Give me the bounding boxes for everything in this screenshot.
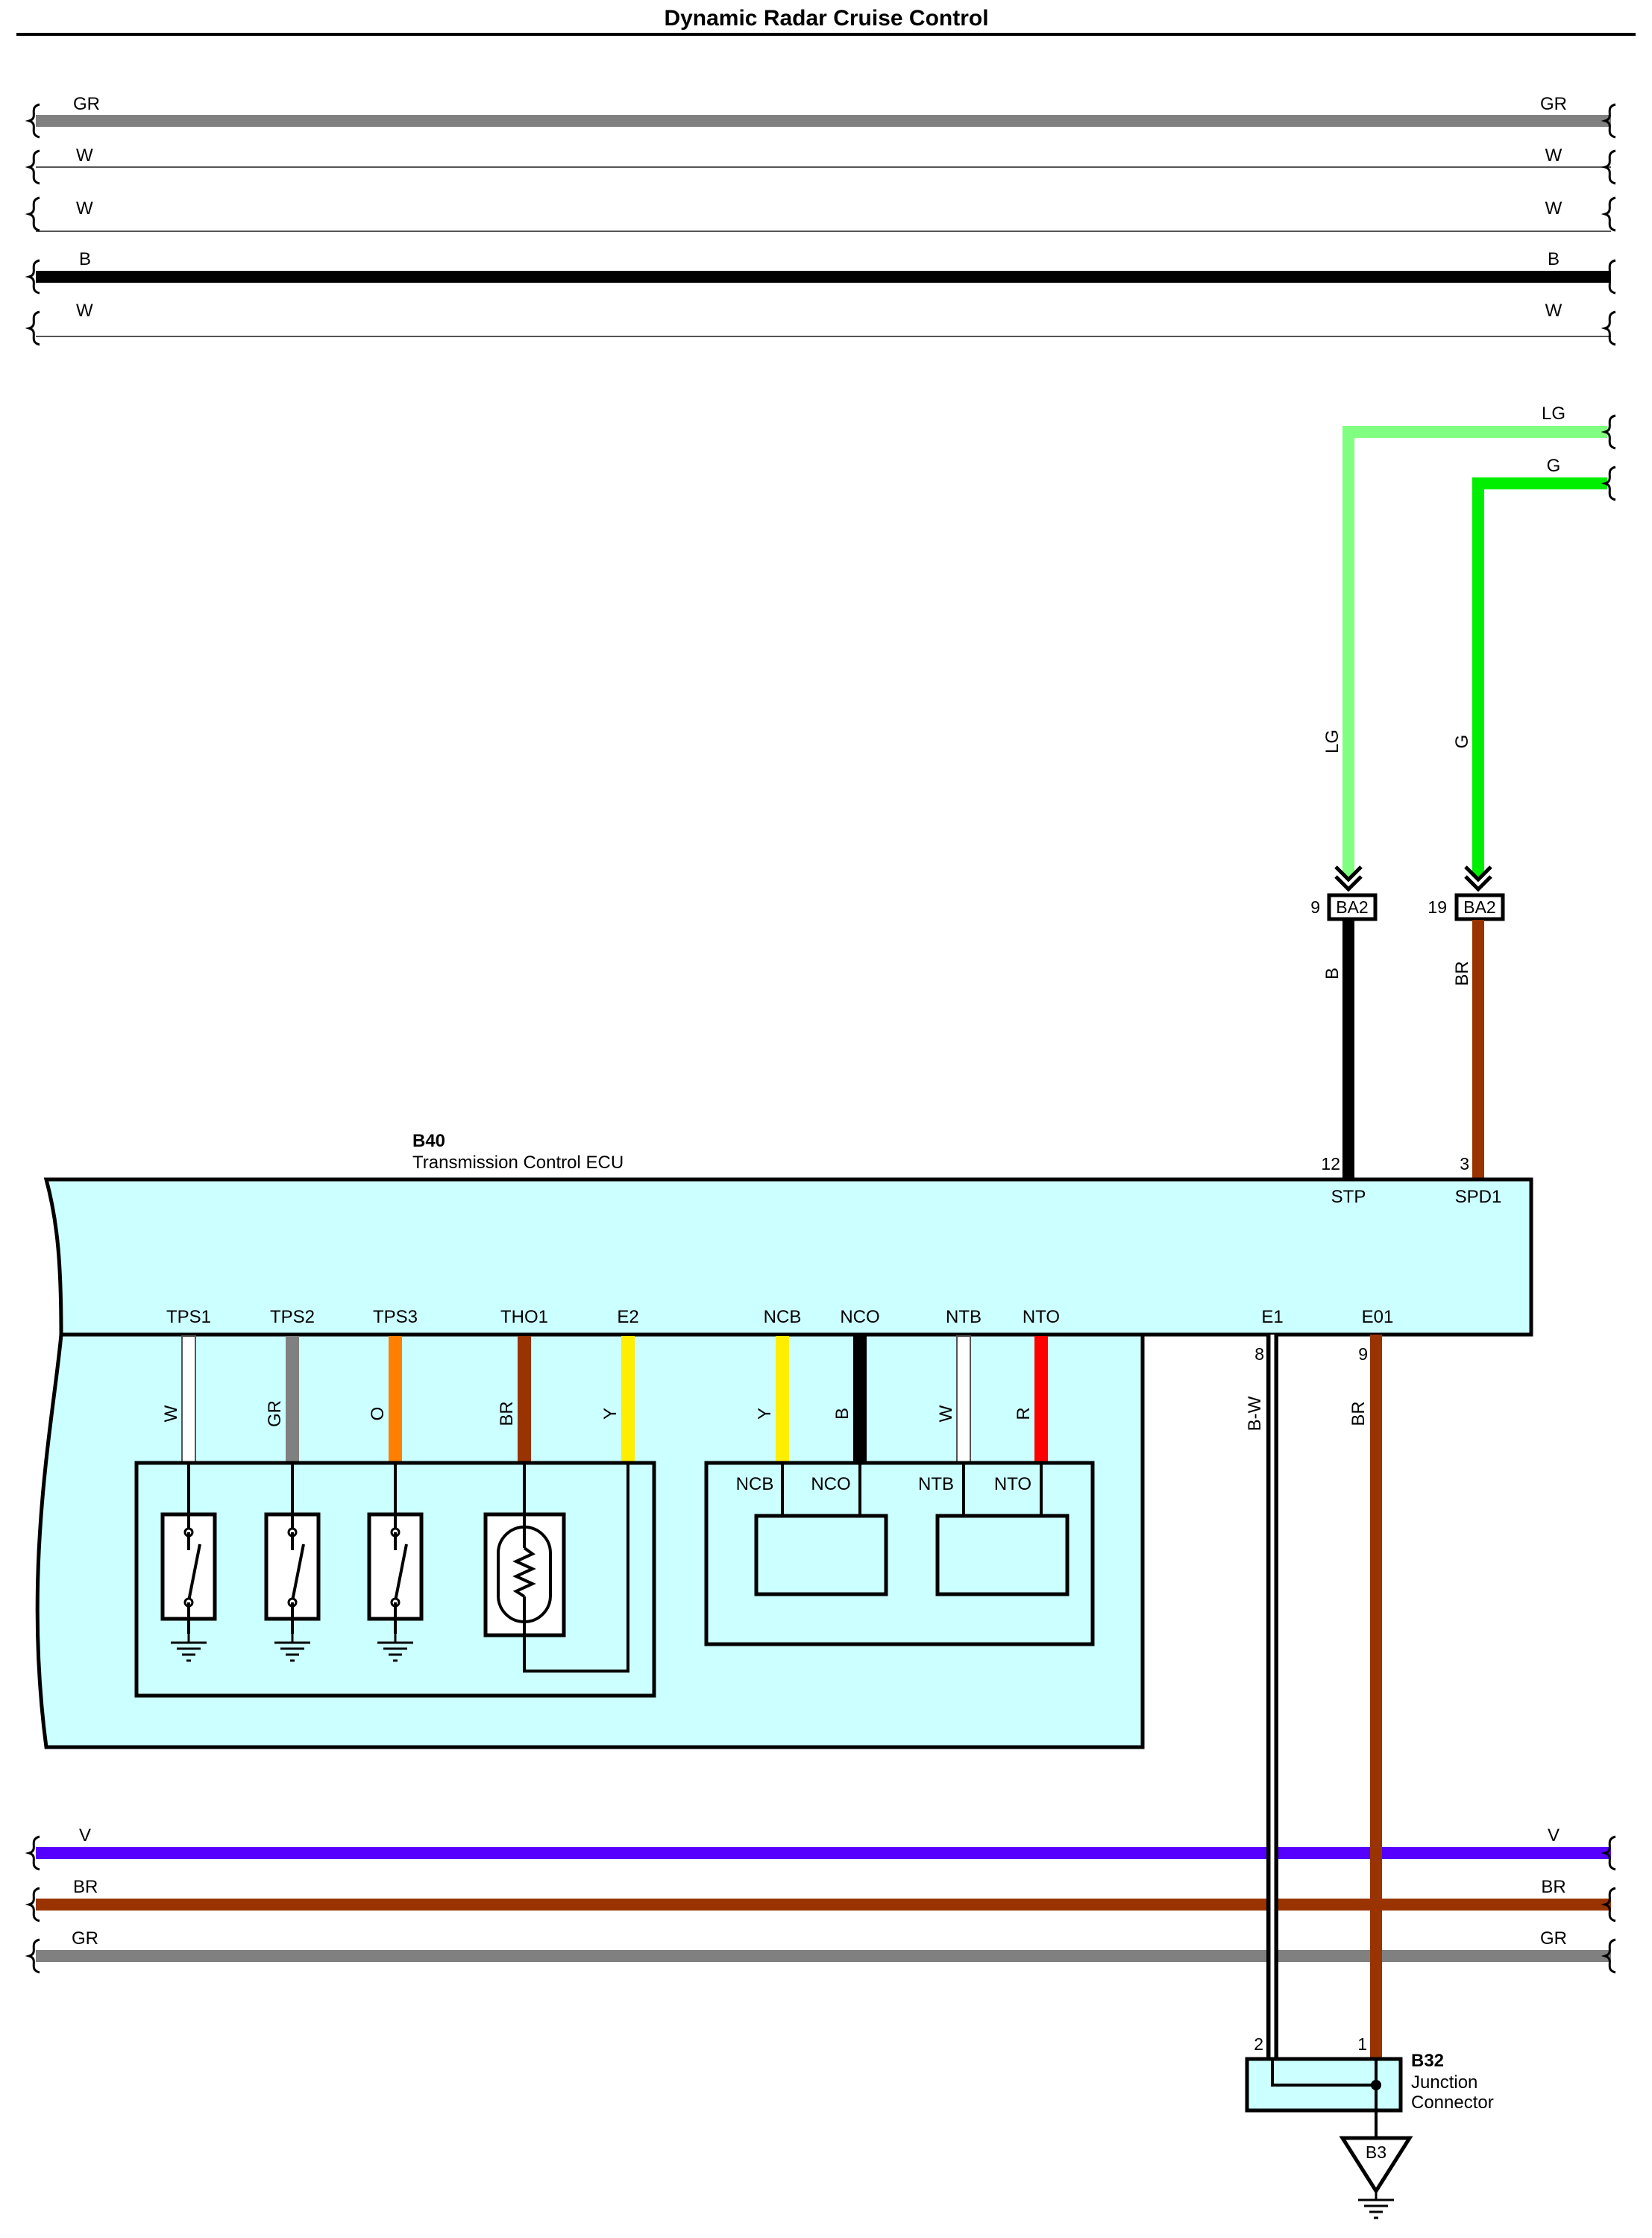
nt-sensor-coil-icon: [935, 1514, 1070, 1596]
speed-sensor-label-ncb: NCB: [736, 1474, 774, 1494]
ecu-terminal-spd1: SPD1: [1455, 1187, 1502, 1207]
ecu-terminal-nto: NTO: [1023, 1307, 1060, 1327]
top-wire-w2-label-right: W: [1545, 198, 1563, 219]
throttle-sensor-box: [134, 1461, 656, 1698]
ecu-b40: B40 Transmission Control ECU 12 3 STP SP…: [35, 1131, 1533, 1749]
wire-label-ntb: W: [936, 1405, 956, 1422]
right-input-wires: LG G LG G: [1322, 404, 1617, 877]
ecu-terminal-tho1: THO1: [500, 1307, 548, 1327]
junction-name-line1: Junction: [1411, 2072, 1477, 2093]
tps2-switch-icon: [266, 1463, 318, 1662]
ecu-terminal-e1: E1: [1261, 1307, 1283, 1327]
ecu-pin-3: 3: [1460, 1154, 1469, 1173]
wire-br-spd1-label: BR: [1452, 961, 1472, 985]
ecu-code: B40: [412, 1131, 445, 1151]
wire-b-w-label: B-W: [1245, 1396, 1265, 1431]
bottom-wire-gr-label-right: GR: [1540, 1928, 1567, 1949]
wire-lg-vertical-label: LG: [1322, 730, 1342, 753]
tps1-switch-icon: [163, 1463, 215, 1662]
ecu-terminal-ncb: NCB: [764, 1307, 802, 1327]
ecu-pin-8: 8: [1254, 1344, 1264, 1364]
top-wire-bus: GR GR W W W W B B W W: [28, 94, 1617, 346]
top-wire-w2-label-left: W: [76, 198, 93, 219]
ecu-pin-12: 12: [1321, 1154, 1340, 1173]
wire-label-ncb: Y: [755, 1408, 775, 1420]
ecu-name: Transmission Control ECU: [412, 1153, 624, 1173]
wire-label-tps3: O: [368, 1407, 388, 1421]
ecu-pin-9: 9: [1358, 1344, 1368, 1364]
wire-lg-label: LG: [1542, 404, 1565, 424]
connector-ba2-pin-number: 9: [1310, 897, 1320, 917]
junction-name-line2: Connector: [1411, 2093, 1494, 2113]
bottom-wire-gr-label-left: GR: [72, 1928, 98, 1949]
ecu-terminal-nco: NCO: [840, 1307, 879, 1327]
junction-pin-2: 2: [1254, 2034, 1263, 2054]
connector-ba2-name: BA2: [1336, 897, 1368, 917]
junction-connector-b32: 2 1 B32 Junction Connector: [1245, 2034, 1494, 2138]
wire-break-marks-right: [1604, 103, 1617, 346]
ecu-terminal-tps2: TPS2: [270, 1307, 315, 1327]
bottom-wire-br-label-right: BR: [1541, 1877, 1565, 1897]
top-wire-b-label-left: B: [79, 249, 91, 269]
bottom-wire-v-label-right: V: [1548, 1825, 1560, 1846]
ecu-terminal-e01: E01: [1362, 1307, 1394, 1327]
wire-break-marks-left: [28, 103, 41, 346]
wire-label-nto: R: [1014, 1407, 1034, 1420]
connector-ba2-pin9: BA2 9: [1310, 865, 1378, 921]
ecu-terminal-tps3: TPS3: [373, 1307, 418, 1327]
wire-label-e2: Y: [600, 1408, 621, 1420]
connector-ba2-pin-number-2: 19: [1428, 897, 1447, 917]
ecu-terminal-tps1: TPS1: [166, 1307, 211, 1327]
ecu-terminal-ntb: NTB: [946, 1307, 982, 1327]
wire-label-nco: B: [832, 1408, 852, 1420]
ecu-ground-wires: 8 9 B-W BR: [1245, 1335, 1382, 2059]
connector-ba2-name-2: BA2: [1463, 897, 1495, 917]
ground-triangle-icon: [1339, 2136, 1413, 2195]
top-wire-w3-label-right: W: [1545, 301, 1563, 321]
ground-code: B3: [1366, 2143, 1386, 2162]
junction-pin-1: 1: [1357, 2034, 1367, 2054]
top-wire-w1-label-left: W: [76, 145, 93, 166]
wire-br-e01-label: BR: [1348, 1401, 1369, 1426]
top-wire-gr-label-right: GR: [1540, 94, 1567, 114]
speed-sensor-label-ntb: NTB: [918, 1474, 954, 1494]
bottom-wire-bus: V V BR BR GR GR: [28, 1825, 1617, 1974]
ecu-terminal-stp: STP: [1331, 1187, 1366, 1207]
wire-lg: [1342, 426, 1607, 877]
ecu-internal-wires: [181, 1335, 1048, 1464]
junction-code: B32: [1411, 2051, 1444, 2071]
bottom-wire-br-label-left: BR: [73, 1877, 98, 1897]
ground-symbol-icon: [1357, 2190, 1395, 2219]
top-wire-gr-label-left: GR: [73, 94, 100, 114]
speed-sensor-label-nco: NCO: [811, 1474, 850, 1494]
connector-ba2-pin19: BA2 19: [1428, 865, 1505, 921]
top-wire-b-label-right: B: [1548, 249, 1560, 269]
ecu-terminal-e2: E2: [617, 1307, 638, 1327]
wire-label-tps2: GR: [265, 1400, 285, 1427]
wire-b-stp-label: B: [1322, 968, 1342, 979]
bottom-wire-v-label-left: V: [79, 1825, 91, 1846]
top-wire-w1-label-right: W: [1545, 145, 1563, 166]
wire-g-vertical-label: G: [1452, 735, 1472, 749]
wire-label-tho1: BR: [497, 1401, 517, 1426]
thermistor-icon: [483, 1463, 629, 1673]
speed-sensor-label-nto: NTO: [994, 1474, 1031, 1494]
nc-sensor-coil-icon: [754, 1514, 888, 1596]
speed-sensor-box: NCB NCO NTB NTO: [704, 1461, 1095, 1646]
ground-b3: B3: [1339, 2136, 1413, 2219]
wire-label-tps1: W: [161, 1405, 181, 1422]
wire-g-label: G: [1547, 456, 1561, 476]
top-wire-w3-label-left: W: [76, 301, 93, 321]
tps3-switch-icon: [369, 1463, 421, 1662]
wire-g: [1472, 477, 1607, 877]
page-title: Dynamic Radar Cruise Control: [664, 6, 988, 31]
